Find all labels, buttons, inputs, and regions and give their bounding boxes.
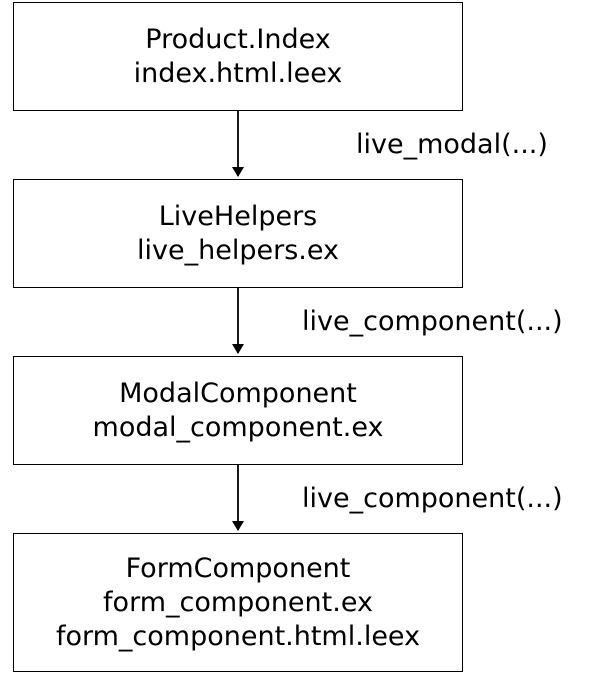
node-file: live_helpers.ex: [137, 234, 339, 266]
node-file: index.html.leex: [133, 57, 343, 89]
node-file: modal_component.ex: [92, 411, 384, 443]
node-file: form_component.ex: [103, 586, 373, 618]
edge-label-live-component-2: live_component(...): [302, 483, 563, 514]
edge-label-live-component-1: live_component(...): [302, 306, 563, 337]
edge-label-live-modal: live_modal(...): [356, 129, 548, 160]
node-title: Product.Index: [145, 23, 331, 55]
node-title: LiveHelpers: [158, 200, 318, 232]
node-template-file: form_component.html.leex: [55, 620, 421, 652]
node-modal-component: ModalComponent modal_component.ex: [13, 356, 463, 465]
node-product-index: Product.Index index.html.leex: [13, 2, 463, 111]
node-title: ModalComponent: [119, 377, 357, 409]
node-live-helpers: LiveHelpers live_helpers.ex: [13, 179, 463, 288]
node-form-component: FormComponent form_component.ex form_com…: [13, 533, 463, 672]
node-title: FormComponent: [125, 552, 351, 584]
